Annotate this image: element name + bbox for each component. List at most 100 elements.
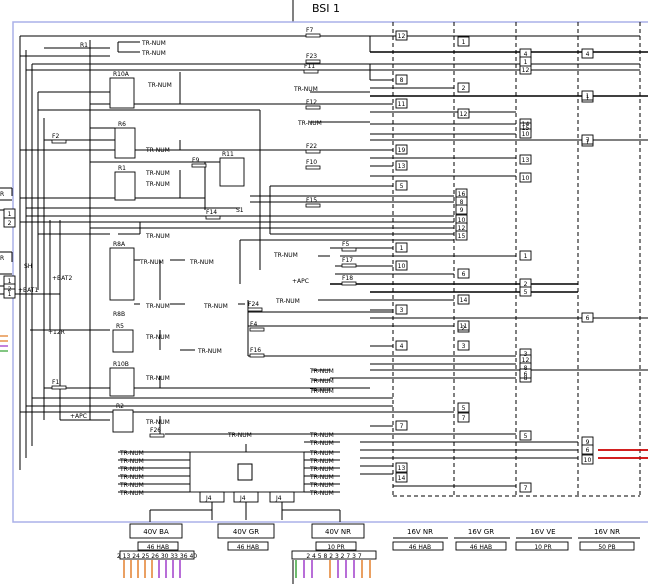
connector-j4-1 <box>199 491 225 503</box>
col2-pin-7: 5 <box>462 405 466 412</box>
fuse-symbol-11 <box>341 247 357 252</box>
fuse-label-4: F12 <box>306 99 317 106</box>
conn-right-label-4: 16V NR <box>594 528 620 536</box>
col1-pin-10: 4 <box>400 343 404 350</box>
col1-pin-2: 8 <box>400 77 404 84</box>
fuse-symbol-16 <box>249 353 265 358</box>
col1-pin-9-box <box>395 304 408 315</box>
col3-pin-17: 6 <box>524 371 528 378</box>
tr-num-label-1: TR-NUM <box>141 40 166 47</box>
col4-pin-4-box <box>581 312 594 323</box>
sh-label: SH <box>24 263 32 270</box>
col2-pin-2-box <box>457 82 470 93</box>
col1-pin-10-box <box>395 340 408 351</box>
fuse-symbol-6 <box>305 165 321 170</box>
conn-right-label-1: 16V NR <box>407 528 433 536</box>
fuse-label-3: F11 <box>304 63 315 70</box>
conn-40v-ba-pins: 2 13 24 25 26 30 33 36 40 <box>117 553 197 560</box>
col4-pin-1: 4 <box>586 51 590 58</box>
bat-label: +BAT1 <box>18 287 38 294</box>
col2-pin-12: 5 <box>524 433 528 440</box>
module-connector-label-1: J4 <box>205 495 212 502</box>
col1b-pin-1: 16 <box>458 191 466 198</box>
col2-pin-9: 11 <box>460 323 468 330</box>
col1-pin-1: 12 <box>398 33 406 40</box>
col2-pin-4: 6 <box>462 271 466 278</box>
tr-num-label-30: TR-NUM <box>309 432 334 439</box>
connector-j4-3 <box>269 491 295 503</box>
fuse-label-12: F17 <box>342 257 353 264</box>
col3-pin-9: 13 <box>522 157 530 164</box>
col2-pin-7-box <box>457 402 470 413</box>
tr-num-label-36: TR-NUM <box>309 482 334 489</box>
fuse-symbol-17 <box>51 385 67 390</box>
col3-pin-9-box <box>519 154 532 165</box>
fuse-symbol-2 <box>305 59 321 64</box>
fuse-label-7: F15 <box>306 197 317 204</box>
fuse-label-5: F22 <box>306 143 317 150</box>
left-r-label-1: R <box>0 191 4 198</box>
tr-num-label-10: TR-NUM <box>139 259 164 266</box>
conn-right-sub-4: 50 PB <box>598 544 615 551</box>
rail-12r-label: +12R <box>48 329 65 336</box>
left-pin-3: 1 <box>8 278 12 285</box>
fuse-label-1: F7 <box>306 27 313 34</box>
col3-pin-6: 14 <box>522 121 530 128</box>
left-r-label-2: R <box>0 255 4 262</box>
relay-r11 <box>219 157 245 187</box>
conn-40v-nr-label: 40V NR <box>325 528 351 536</box>
tr-num-label-24: TR-NUM <box>119 474 144 481</box>
bsi-frame <box>12 21 648 523</box>
tr-num-label-33: TR-NUM <box>309 458 334 465</box>
col2-pin-6-box <box>457 340 470 351</box>
column-dividers <box>392 22 641 497</box>
apc-label-2: +APC <box>70 413 87 420</box>
tr-num-label-20: TR-NUM <box>227 432 252 439</box>
module-connector-label-3: J4 <box>275 495 282 502</box>
fuse-label-8: F14 <box>206 209 217 216</box>
col4-pin-3-box <box>581 134 594 145</box>
col1-pin-8-box <box>395 260 408 271</box>
left-pin-5-box <box>3 288 16 299</box>
fuse-symbol-8 <box>205 215 221 220</box>
col3-pin-2: 1 <box>586 95 590 102</box>
tr-num-label-35: TR-NUM <box>309 474 334 481</box>
col2-pin-10-box <box>457 412 470 423</box>
tr-num-label-34: TR-NUM <box>309 466 334 473</box>
tr-num-label-14: TR-NUM <box>203 303 228 310</box>
tr-num-label-19: TR-NUM <box>145 419 170 426</box>
module-connector-label-2: J4 <box>239 495 246 502</box>
col1b-pin-4: 10 <box>458 217 466 224</box>
col1-pin-3: 11 <box>398 101 406 108</box>
col1-pin-12: 13 <box>398 465 406 472</box>
col1-pin-5-box <box>395 160 408 171</box>
col2-pin-6: 3 <box>462 343 466 350</box>
tr-num-label-21: TR-NUM <box>119 450 144 457</box>
fuse-label-10: F2 <box>52 133 59 140</box>
tr-num-label-2: TR-NUM <box>141 50 166 57</box>
tr-num-label-27: TR-NUM <box>309 368 334 375</box>
col3-pin-10-box <box>519 172 532 183</box>
fuse-symbol-18 <box>149 433 165 438</box>
fuse-symbol-9 <box>191 163 207 168</box>
col3-pin-13: 3 <box>524 351 528 358</box>
left-pin-5: 1 <box>8 291 12 298</box>
col3-pin-12-box <box>519 286 532 297</box>
fuse-symbol-14 <box>247 307 263 312</box>
fuse-label-2: F23 <box>306 53 317 60</box>
col3-pin-3: 12 <box>522 67 530 74</box>
tr-num-label-28: TR-NUM <box>309 378 334 385</box>
col1b-pin-6: 15 <box>458 233 466 240</box>
col1-pin-4-box <box>395 144 408 155</box>
conn-40v-nr-pins: 2 4 5 8 2 3 2 7 3 7 <box>306 553 362 560</box>
left-pin-2-box <box>3 217 16 228</box>
relay-label-5: R8A <box>113 241 126 248</box>
col3-pin-16: 8 <box>524 375 528 382</box>
fuse-label-17: F1 <box>52 379 59 386</box>
conn-right-sub-1: 46 HAB <box>409 544 431 551</box>
conn-right-sub-2: 46 HAB <box>470 544 492 551</box>
col3-pin-4-box <box>519 56 532 67</box>
fuse-symbol-3 <box>303 69 319 74</box>
col2-pin-10: 7 <box>462 415 466 422</box>
col1-pin-13: 14 <box>398 475 406 482</box>
